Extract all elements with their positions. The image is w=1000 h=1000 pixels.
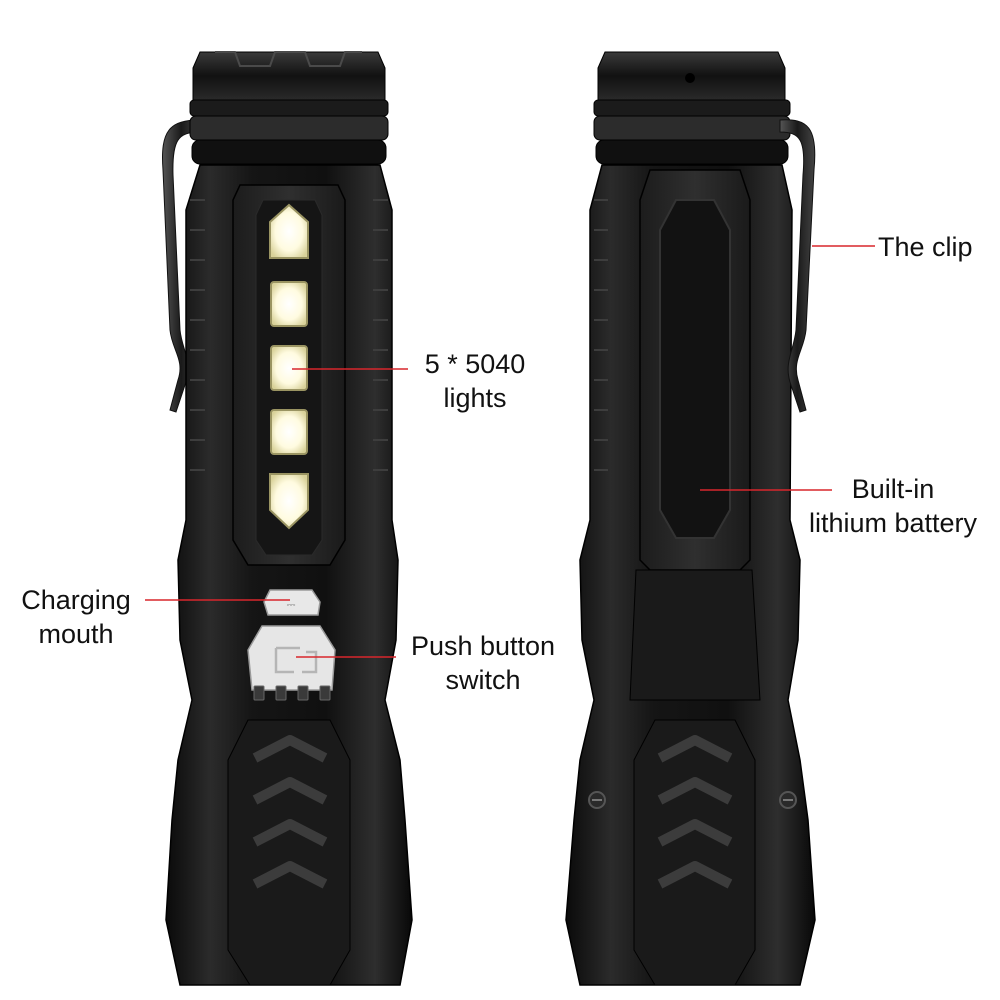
clip-right — [779, 119, 816, 413]
led-array — [269, 203, 309, 530]
label-charging-mouth: Charging mouth — [6, 583, 146, 651]
led-icon — [270, 281, 308, 327]
label-lights-line1: 5 * 5040 — [424, 349, 526, 379]
label-clip: The clip — [878, 230, 992, 264]
push-button-switch[interactable] — [247, 625, 336, 691]
label-lights: 5 * 5040 lights — [410, 347, 540, 415]
battery-indicator — [253, 685, 331, 701]
led-icon — [270, 345, 308, 391]
label-battery-line2: lithium battery — [808, 508, 978, 538]
label-charging-line1: Charging — [21, 585, 131, 615]
label-battery: Built-in lithium battery — [795, 472, 991, 540]
label-charging-line2: mouth — [38, 619, 114, 649]
flashlight-back-view — [565, 51, 816, 986]
label-battery-line1: Built-in — [851, 474, 935, 504]
label-lights-line2: lights — [443, 383, 507, 413]
label-push-button-switch: Push button switch — [398, 629, 568, 697]
callout-lines — [145, 245, 875, 658]
clip-left — [161, 119, 201, 413]
usb-icon: ⎓ — [287, 598, 296, 611]
flashlight-front-view: ⎓ — [161, 51, 413, 986]
label-clip-line1: The clip — [878, 232, 973, 262]
led-icon — [269, 203, 309, 259]
charging-port — [263, 589, 321, 616]
label-switch-line2: switch — [445, 665, 521, 695]
grip-chevrons — [252, 735, 328, 889]
led-icon — [269, 473, 309, 530]
label-switch-line1: Push button — [410, 631, 556, 661]
led-icon — [270, 409, 308, 455]
